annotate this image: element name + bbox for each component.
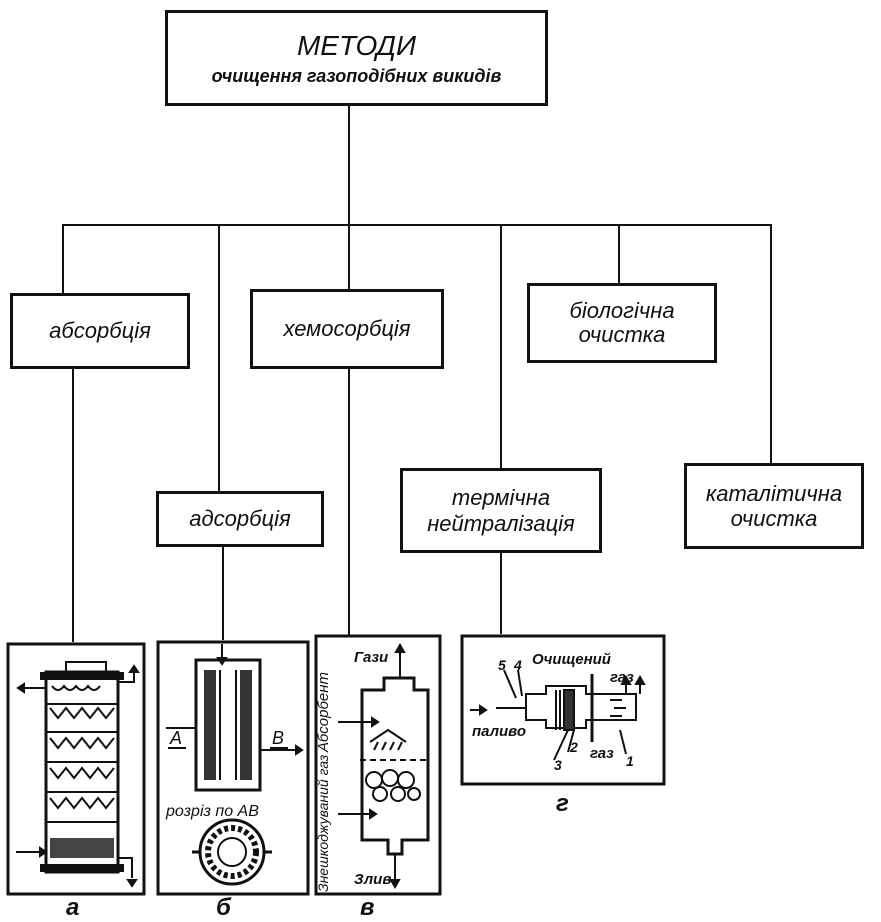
method-absorption-label: абсорбція bbox=[49, 318, 151, 343]
method-absorption: абсорбція bbox=[10, 293, 190, 369]
drop-adsorption bbox=[218, 224, 220, 504]
method-adsorption: адсорбція bbox=[156, 491, 324, 547]
figure-b-caption: розріз по АВ bbox=[165, 803, 259, 820]
figure-g-n3: 3 bbox=[554, 757, 562, 773]
figure-a-label: а bbox=[66, 894, 80, 921]
figure-g-fuel: паливо bbox=[472, 723, 526, 740]
figure-b-section-b: B bbox=[272, 728, 284, 748]
figure-v-label: в bbox=[360, 894, 375, 921]
figure-v-gases: Гази bbox=[354, 649, 388, 666]
drop-absorption bbox=[62, 224, 64, 294]
method-biological-line1: біологічна bbox=[569, 297, 675, 323]
figure-g-n4: 4 bbox=[513, 657, 522, 673]
drop-catalytic bbox=[770, 224, 772, 464]
root-title: МЕТОДИ bbox=[296, 29, 417, 61]
stem-adsorption-figure bbox=[222, 540, 224, 640]
figure-b-adsorber: A B розріз по АВ bbox=[156, 640, 310, 896]
drop-thermal bbox=[500, 224, 502, 469]
method-chemisorption: хемосорбція bbox=[250, 289, 444, 369]
root-methods-box: МЕТОДИ очищення газоподібних викидів bbox=[165, 10, 548, 106]
stem-chemisorption-figure bbox=[348, 368, 350, 636]
figure-b-label: б bbox=[216, 894, 231, 921]
method-thermal-line2: нейтралізація bbox=[427, 510, 575, 536]
figure-g-n1: 1 bbox=[626, 753, 634, 769]
figure-b-section-a: A bbox=[169, 728, 182, 748]
method-catalytic-line2: очистка bbox=[730, 506, 818, 531]
figure-g-n2: 2 bbox=[569, 739, 578, 755]
method-thermal: термічна нейтралізація bbox=[400, 468, 602, 553]
figure-v-drain: Злив bbox=[354, 871, 391, 888]
drop-chemisorption bbox=[348, 224, 350, 290]
stem-absorption-figure bbox=[72, 368, 74, 642]
figure-g-label: г bbox=[556, 790, 569, 817]
figure-v-absorbent: Абсорбент bbox=[315, 672, 332, 753]
method-adsorption-label: адсорбція bbox=[189, 506, 291, 531]
method-catalytic-line1: каталітична bbox=[705, 480, 843, 506]
bus-line bbox=[62, 224, 772, 226]
method-chemisorption-label: хемосорбція bbox=[283, 316, 411, 341]
drop-biological bbox=[618, 224, 620, 284]
stem-thermal-figure bbox=[500, 550, 502, 634]
method-catalytic: каталітична очистка bbox=[684, 463, 864, 549]
figure-v-scrubber: Гази Злив Абсорбент Знешкоджуваний газ bbox=[314, 634, 442, 896]
figure-g-burner: Очищений газ 5 4 паливо 2 3 газ 1 bbox=[460, 634, 666, 786]
figure-g-n5: 5 bbox=[498, 657, 506, 673]
root-subtitle: очищення газоподібних викидів bbox=[211, 65, 502, 86]
method-biological: біологічна очистка bbox=[527, 283, 717, 363]
method-biological-line2: очистка bbox=[578, 322, 666, 347]
figure-g-gas: газ bbox=[590, 745, 614, 762]
method-thermal-line1: термічна bbox=[451, 485, 551, 511]
figure-g-cleaned-gas-1: Очищений bbox=[532, 651, 611, 668]
figure-v-contaminated-gas: Знешкоджуваний газ bbox=[315, 754, 331, 892]
figure-a-absorber bbox=[6, 642, 146, 896]
root-stem bbox=[348, 104, 350, 226]
